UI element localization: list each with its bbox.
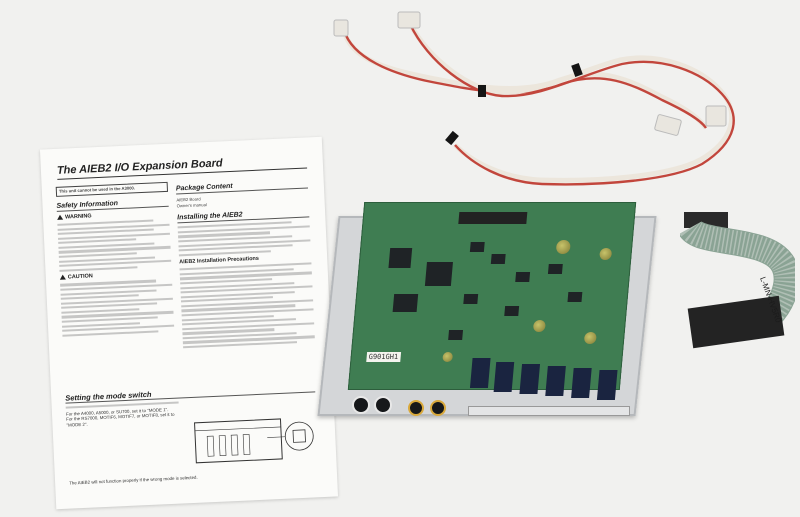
circuit-board: G901GH1 <box>347 202 637 400</box>
capacitor <box>532 320 546 332</box>
expansion-board: G901GH1 <box>317 198 658 428</box>
mode-heading: Setting the mode switch <box>65 382 316 404</box>
ribbon-cable: L-MN-HV5R0 <box>680 212 795 349</box>
rca-connector <box>430 400 446 416</box>
output-jack <box>571 368 592 398</box>
cable-tie <box>571 62 583 78</box>
capacitor <box>555 240 571 254</box>
front-panel-strip <box>468 406 630 416</box>
manual-left-column: This unit cannot be used in the A3000. S… <box>55 180 175 339</box>
ribbon-connector-bottom <box>687 295 785 349</box>
a3000-note: This unit cannot be used in the A3000. <box>55 181 169 197</box>
ribbon-connector-top <box>684 212 728 228</box>
instruction-manual-sheet: The AIEB2 I/O Expansion Board This unit … <box>39 136 339 510</box>
ic-chip <box>504 306 520 316</box>
caution-triangle-icon <box>59 274 66 280</box>
output-jack <box>596 370 618 400</box>
capacitor <box>442 352 454 362</box>
ic-chip <box>567 292 583 302</box>
warning-label: WARNING <box>64 212 92 221</box>
ic-chip <box>469 242 485 252</box>
cable-tie <box>478 85 486 97</box>
mode-footer-text: The AIEB2 will not function properly if … <box>69 474 198 486</box>
cable-connector-3 <box>654 114 682 136</box>
cable-tie <box>445 130 459 146</box>
output-jack <box>493 362 515 392</box>
cable-connector-4 <box>705 105 727 127</box>
cable-1-white <box>341 29 708 130</box>
front-connector <box>352 396 370 414</box>
ic-chip <box>490 254 506 264</box>
ic-chip <box>515 272 531 282</box>
output-jack <box>545 366 566 396</box>
rca-connector <box>408 400 424 416</box>
cable-connector-1 <box>333 19 349 37</box>
capacitor <box>583 332 597 344</box>
cable-2-white <box>407 22 735 183</box>
front-connector <box>374 396 392 414</box>
warning-triangle-icon <box>56 214 64 220</box>
caution-label: CAUTION <box>67 273 93 281</box>
manual-right-column: Package Content AIEB2 Board Owner's manu… <box>175 173 315 350</box>
ic-chip <box>463 294 479 304</box>
capacitor <box>599 248 613 260</box>
output-jack <box>469 358 491 388</box>
output-jack <box>519 364 541 394</box>
cable-connector-2 <box>397 11 421 29</box>
ic-chip <box>448 330 464 340</box>
cable-2-red <box>408 23 735 186</box>
ic-chip <box>547 264 563 274</box>
ic-chip <box>392 294 419 312</box>
ic-chip <box>424 262 453 286</box>
board-serial-sticker: G901GH1 <box>366 352 401 362</box>
cable-1-red <box>342 29 707 129</box>
pin-header-connector <box>458 212 528 224</box>
mode-switch-diagram <box>194 418 314 464</box>
ic-chip <box>388 248 413 268</box>
